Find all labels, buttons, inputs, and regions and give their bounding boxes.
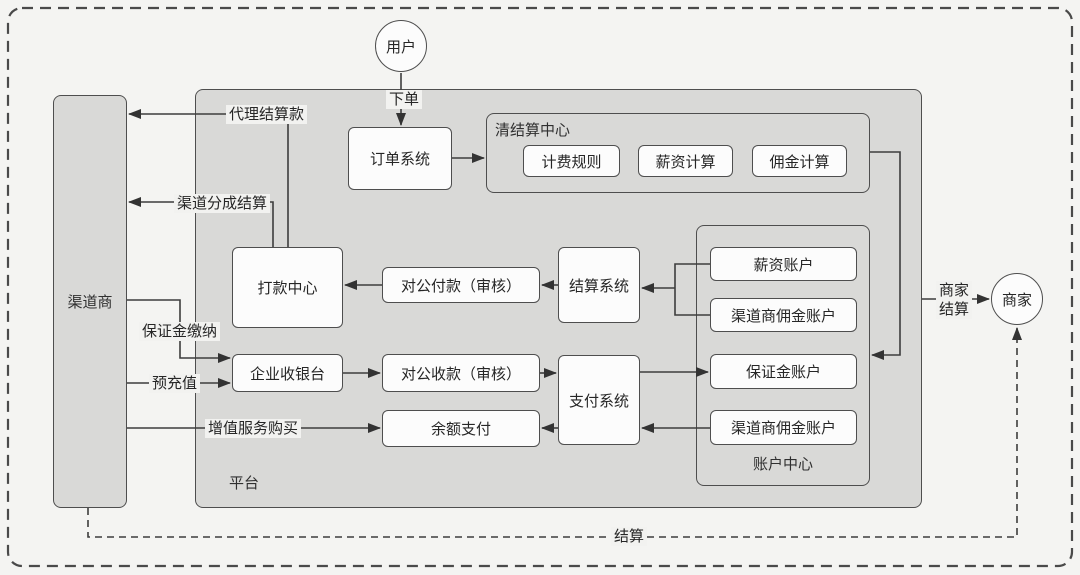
node-channel-commission-account-bottom: 渠道商佣金账户 (710, 410, 857, 445)
edge-label-prepaid-recharge: 预充值 (149, 374, 201, 393)
node-commission-calc: 佣金计算 (752, 145, 847, 177)
node-deposit-account-label: 保证金账户 (745, 364, 821, 381)
node-enterprise-cashier: 企业收银台 (232, 354, 343, 392)
node-channel-commission-account-bottom-label: 渠道商佣金账户 (730, 420, 836, 437)
node-corporate-payout-review-label: 对公付款（审核） (400, 277, 521, 295)
edge-label-agent-settlement: 代理结算款 (226, 105, 308, 124)
node-billing-rules: 计费规则 (523, 145, 620, 177)
platform-label: 平台 (229, 475, 260, 492)
node-channel-commission-account-top-label: 渠道商佣金账户 (730, 307, 836, 325)
edge-label-channel-share-settlement: 渠道分成结算 (174, 194, 271, 213)
node-payment-system: 支付系统 (558, 355, 640, 445)
edge-label-deposit-payment: 保证金缴纳 (139, 322, 221, 341)
actor-merchant-label: 商家 (1001, 291, 1032, 309)
node-balance-payment: 余额支付 (382, 410, 540, 447)
node-enterprise-cashier-label: 企业收银台 (249, 365, 325, 383)
node-billing-rules-label: 计费规则 (541, 153, 602, 171)
edge-label-merchant-settlement-line1: 商家 (939, 282, 970, 299)
node-settlement-system: 结算系统 (558, 247, 640, 323)
clearing-settlement-center-label: 清结算中心 (495, 122, 571, 139)
channel-merchant-label: 渠道商 (67, 294, 113, 311)
actor-user-label: 用户 (385, 38, 416, 56)
container-channel-merchant: 渠道商 (53, 95, 127, 508)
actor-user: 用户 (375, 20, 427, 72)
node-corporate-receipt-review: 对公收款（审核） (382, 354, 540, 392)
account-center-label: 账户中心 (752, 456, 814, 473)
node-payout-center: 打款中心 (232, 247, 343, 328)
edge-label-place-order: 下单 (386, 90, 423, 109)
edge-label-merchant-settlement-line2: 结算 (939, 301, 970, 318)
node-payment-system-label: 支付系统 (568, 392, 629, 410)
node-corporate-receipt-review-label: 对公收款（审核） (400, 365, 521, 383)
node-order-system-label: 订单系统 (369, 151, 430, 168)
node-order-system: 订单系统 (348, 127, 452, 190)
node-commission-calc-label: 佣金计算 (769, 153, 830, 171)
edge-label-value-added-purchase: 增值服务购买 (205, 419, 302, 438)
node-payout-center-label: 打款中心 (257, 280, 318, 297)
node-balance-payment-label: 余额支付 (430, 421, 491, 438)
node-corporate-payout-review: 对公付款（审核） (382, 267, 540, 303)
node-salary-account-label: 薪资账户 (753, 256, 814, 274)
actor-merchant: 商家 (991, 273, 1043, 325)
node-salary-account: 薪资账户 (710, 247, 857, 281)
node-deposit-account: 保证金账户 (710, 354, 857, 389)
node-salary-calc-label: 薪资计算 (655, 153, 716, 171)
node-salary-calc: 薪资计算 (638, 145, 733, 177)
edge-label-merchant-settlement: 商家结算 (936, 281, 973, 319)
edge-label-settlement: 结算 (611, 527, 648, 546)
node-channel-commission-account-top: 渠道商佣金账户 (710, 298, 857, 332)
node-settlement-system-label: 结算系统 (568, 277, 629, 295)
